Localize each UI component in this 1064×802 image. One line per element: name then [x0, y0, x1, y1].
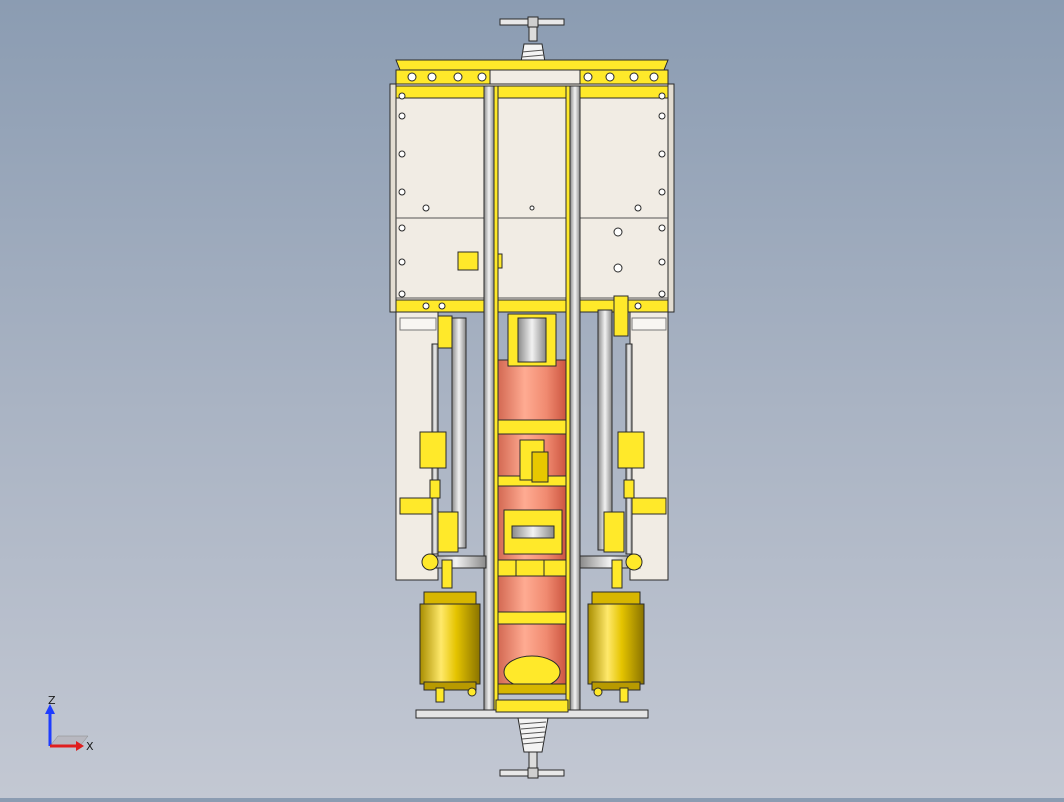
bottom-base-plate: [415, 699, 649, 719]
x-arrow-head: [76, 741, 84, 751]
bottom-spring: [517, 717, 549, 753]
bottom-handle[interactable]: [499, 751, 565, 779]
z-arrow-head: [45, 704, 55, 714]
upper-housing: [389, 83, 675, 313]
z-axis-label: Z: [48, 696, 56, 707]
axis-triad: Z X: [45, 696, 94, 753]
top-handle[interactable]: [499, 16, 565, 42]
lower-side-panels: [395, 311, 669, 581]
left-actuator-cylinder: [419, 591, 481, 703]
x-axis-label: X: [86, 740, 94, 753]
top-mounting-rail: [395, 59, 669, 85]
right-actuator-cylinder: [587, 591, 645, 703]
right-linkage: [579, 295, 645, 589]
center-mechanism: [503, 313, 563, 577]
left-linkage: [419, 315, 487, 589]
